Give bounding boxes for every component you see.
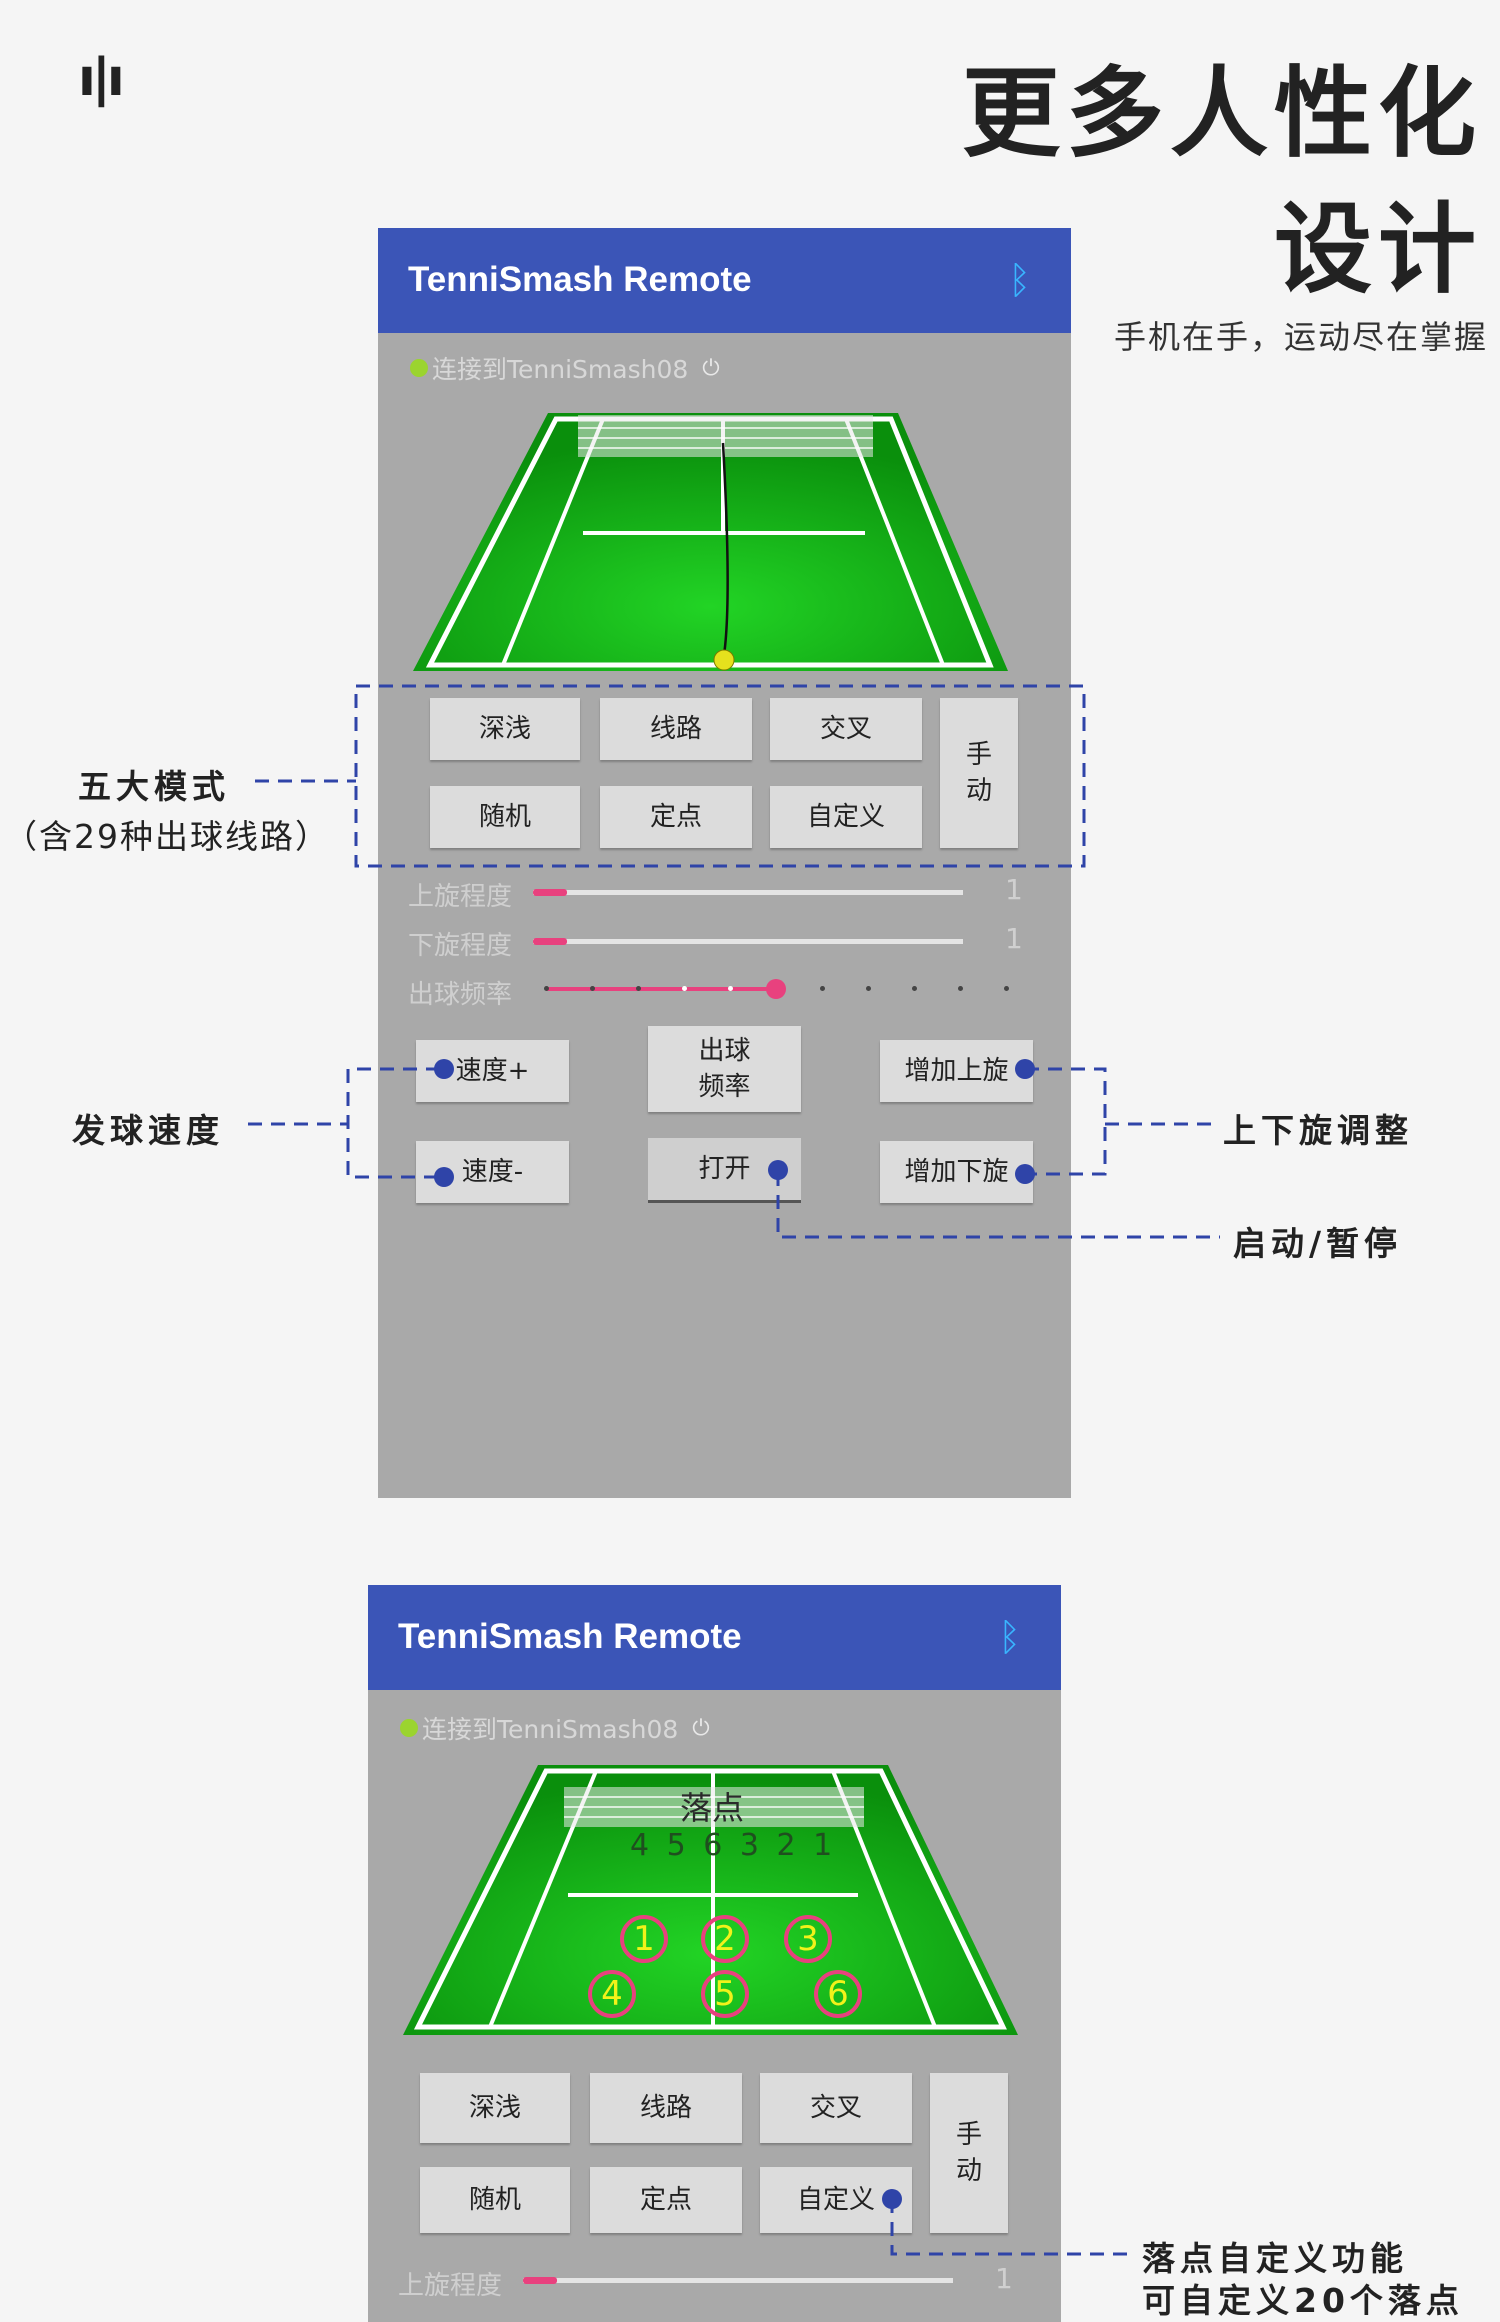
- plug-icon: ⏻: [692, 1715, 710, 1741]
- topspin-label: 上旋程度: [398, 2271, 503, 2301]
- topspin-label: 上旋程度: [408, 882, 513, 912]
- frequency-button-line2: 频率: [698, 1072, 751, 1102]
- landing-court-graphic: [403, 1765, 1018, 2035]
- feature-section-1: ı|ı 更多人性化 设计 手机在手，运动尽在掌握 TenniSmash Remo…: [4, 48, 1488, 1498]
- app-bar: TenniSmash Remote ᛒ: [368, 1585, 1061, 1690]
- mode-manual-button[interactable]: 手动: [930, 2073, 1008, 2233]
- frequency-label: 出球频率: [408, 980, 513, 1010]
- callout-serve-speed: 发球速度: [72, 1111, 224, 1150]
- callout-spin-adjust: 上下旋调整: [1223, 1111, 1413, 1150]
- landing-sequence: 4 5 6 3 2 1: [630, 1828, 837, 1863]
- callout-start-pause: 启动/暂停: [1233, 1224, 1403, 1263]
- app-title: TenniSmash Remote: [398, 1617, 742, 1656]
- frequency-tick[interactable]: [544, 986, 549, 991]
- mode-fixed-point-button[interactable]: 定点: [590, 2167, 742, 2233]
- callout-custom-subtitle: 可自定义20个落点: [1142, 2281, 1464, 2320]
- mode-custom-button[interactable]: 自定义: [760, 2167, 912, 2233]
- tagline: 手机在手，运动尽在掌握: [1113, 318, 1488, 356]
- landing-point-2[interactable]: 2: [701, 1915, 749, 1963]
- mode-route-button[interactable]: 线路: [590, 2073, 742, 2143]
- callout-modes-title: 五大模式: [78, 767, 230, 806]
- topspin-value: 1: [1005, 873, 1023, 906]
- speed-down-button[interactable]: 速度-: [416, 1141, 569, 1203]
- connection-status-text: 连接到TenniSmash08: [422, 1715, 679, 1744]
- backspin-slider-track[interactable]: [533, 939, 963, 944]
- frequency-tick[interactable]: [1004, 986, 1009, 991]
- frequency-button-line1: 出球: [698, 1036, 751, 1066]
- mode-manual-button[interactable]: 手动: [940, 698, 1018, 848]
- frequency-tick[interactable]: [958, 986, 963, 991]
- backspin-slider-fill[interactable]: [533, 938, 567, 945]
- court-graphic: [413, 413, 1008, 671]
- topspin-value: 1: [995, 2262, 1013, 2295]
- plug-icon: ⏻: [702, 355, 720, 381]
- app-title: TenniSmash Remote: [408, 260, 752, 299]
- callout-modes-subtitle: （含29种出球线路）: [4, 817, 330, 856]
- landing-court[interactable]: [368, 1745, 1061, 2045]
- status-dot-icon: [400, 1719, 418, 1737]
- bluetooth-icon[interactable]: ᛒ: [1008, 258, 1031, 302]
- topspin-slider-track[interactable]: [533, 890, 963, 895]
- headline-line1: 更多人性化: [961, 57, 1482, 171]
- phone-screen-1: TenniSmash Remote ᛒ 连接到TenniSmash08 ⏻: [378, 228, 1071, 1498]
- landing-point-1[interactable]: 1: [620, 1915, 668, 1963]
- frequency-button[interactable]: 出球 频率: [648, 1026, 801, 1112]
- phone-screen-2: TenniSmash Remote ᛒ 连接到TenniSmash08 ⏻ 落点…: [368, 1585, 1061, 2322]
- tennis-court[interactable]: [378, 383, 1071, 683]
- mode-cross-button[interactable]: 交叉: [760, 2073, 912, 2143]
- mode-deep-shallow-button[interactable]: 深浅: [420, 2073, 570, 2143]
- frequency-tick[interactable]: [912, 986, 917, 991]
- speed-up-button[interactable]: 速度+: [416, 1040, 569, 1102]
- backspin-value: 1: [1005, 922, 1023, 955]
- landing-title: 落点: [680, 1789, 745, 1827]
- topspin-slider-fill[interactable]: [523, 2277, 557, 2284]
- frequency-slider-fill[interactable]: [546, 987, 776, 991]
- mode-random-button[interactable]: 随机: [420, 2167, 570, 2233]
- frequency-tick[interactable]: [682, 986, 687, 991]
- topspin-slider-fill[interactable]: [533, 889, 567, 896]
- frequency-tick[interactable]: [636, 986, 641, 991]
- mode-custom-button[interactable]: 自定义: [770, 786, 922, 848]
- callout-custom-title: 落点自定义功能: [1142, 2239, 1408, 2278]
- mode-cross-button[interactable]: 交叉: [770, 698, 922, 760]
- add-topspin-button[interactable]: 增加上旋: [880, 1040, 1033, 1102]
- landing-point-5[interactable]: 5: [701, 1970, 749, 2018]
- connection-status: 连接到TenniSmash08 ⏻: [410, 350, 720, 386]
- landing-point-3[interactable]: 3: [784, 1915, 832, 1963]
- mode-deep-shallow-button[interactable]: 深浅: [430, 698, 580, 760]
- landing-point-6[interactable]: 6: [814, 1970, 862, 2018]
- mode-route-button[interactable]: 线路: [600, 698, 752, 760]
- headline-line2: 设计: [1273, 193, 1482, 307]
- brand-mark: ı|ı: [78, 48, 125, 108]
- frequency-tick[interactable]: [866, 986, 871, 991]
- frequency-slider[interactable]: [544, 976, 1016, 1002]
- mode-fixed-point-button[interactable]: 定点: [600, 786, 752, 848]
- frequency-tick[interactable]: [728, 986, 733, 991]
- backspin-label: 下旋程度: [408, 931, 513, 961]
- connection-status: 连接到TenniSmash08 ⏻: [400, 1710, 710, 1746]
- landing-point-4[interactable]: 4: [588, 1970, 636, 2018]
- frequency-slider-knob[interactable]: [766, 979, 786, 999]
- bluetooth-icon[interactable]: ᛒ: [998, 1615, 1021, 1659]
- app-bar: TenniSmash Remote ᛒ: [378, 228, 1071, 333]
- connection-status-text: 连接到TenniSmash08: [432, 355, 689, 384]
- open-toggle-button[interactable]: 打开: [648, 1138, 801, 1203]
- frequency-tick[interactable]: [590, 986, 595, 991]
- frequency-tick[interactable]: [820, 986, 825, 991]
- mode-random-button[interactable]: 随机: [430, 786, 580, 848]
- topspin-slider-track[interactable]: [523, 2278, 953, 2283]
- status-dot-icon: [410, 359, 428, 377]
- add-backspin-button[interactable]: 增加下旋: [880, 1141, 1033, 1203]
